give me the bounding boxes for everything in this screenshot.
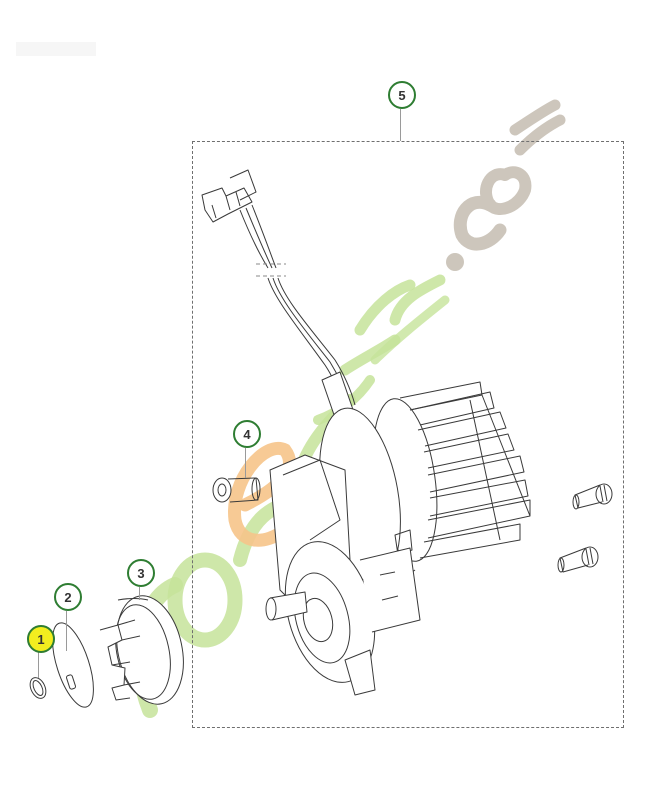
screw-right-2 xyxy=(557,546,599,573)
assembly-5-group-box xyxy=(192,141,624,728)
leader-line-1 xyxy=(38,652,39,678)
callout-4-label: 4 xyxy=(243,426,251,442)
callout-5-label: 5 xyxy=(398,87,406,103)
callout-4[interactable]: 4 xyxy=(233,420,261,448)
sprocket-part xyxy=(99,595,184,705)
washer-part xyxy=(52,622,94,708)
screw-part-4 xyxy=(212,477,261,503)
leader-line-3 xyxy=(139,587,140,600)
wire-harness xyxy=(201,169,361,439)
leader-line-4 xyxy=(245,448,246,478)
leader-line-2 xyxy=(66,611,67,651)
screw-right-1 xyxy=(572,483,613,510)
motor-body xyxy=(265,381,531,696)
leader-line-5 xyxy=(400,109,401,141)
circlip-part xyxy=(29,677,47,699)
callout-1[interactable]: 1 xyxy=(27,625,55,653)
callout-3-label: 3 xyxy=(137,565,145,581)
callout-2-label: 2 xyxy=(64,589,72,605)
callout-3[interactable]: 3 xyxy=(127,559,155,587)
callout-5[interactable]: 5 xyxy=(388,81,416,109)
callout-1-label: 1 xyxy=(37,631,45,647)
header-placeholder xyxy=(16,42,96,56)
callout-2[interactable]: 2 xyxy=(54,583,82,611)
